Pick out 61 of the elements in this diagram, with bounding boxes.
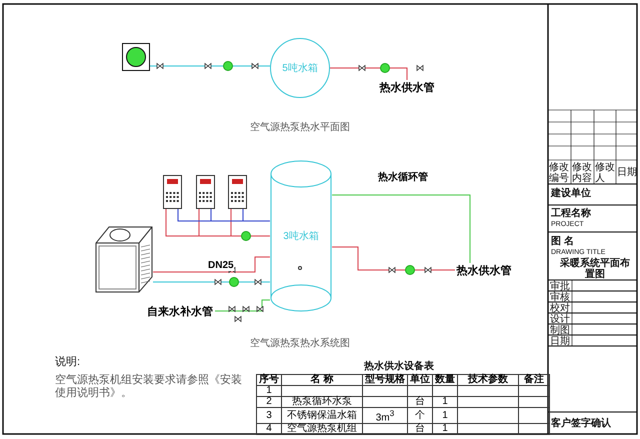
- water-heater-drawing: [196, 175, 215, 209]
- tank-label: 3吨水箱: [283, 230, 319, 243]
- table-cell: 空气源热泵机组: [282, 424, 362, 435]
- table-cell: 3m$^{3}$: [362, 408, 408, 424]
- title-block-text: 日期: [550, 336, 570, 347]
- table-cell: 2: [256, 396, 282, 408]
- table-title: 热水供水设备表: [363, 361, 435, 372]
- table-header-cell: 技术参数: [458, 374, 518, 386]
- drawing-caption: 空气源热泵热水平面图: [249, 122, 351, 133]
- title-block-text: 校对: [550, 303, 570, 314]
- title-block-text: 审核: [550, 292, 570, 303]
- table-cell: 热泵循环水泵: [282, 396, 362, 408]
- title-block-text: 设计: [550, 314, 570, 325]
- table-cell: 4: [256, 424, 282, 435]
- table-header-cell: 名 称: [282, 374, 362, 386]
- water-tank: [270, 160, 332, 312]
- table-header-cell: 备注: [518, 374, 550, 386]
- pipe: [152, 256, 270, 272]
- table-cell: 台: [408, 396, 432, 408]
- title-block-text: 修改人: [595, 162, 616, 184]
- title-block-text: 工程名称: [551, 208, 591, 219]
- title-block-text: 图 名: [551, 236, 574, 247]
- table-header-cell: 型号规格: [362, 374, 408, 386]
- table-header-cell: 单位: [408, 374, 432, 386]
- pipe: [242, 208, 270, 222]
- pipe-label: 自来水补水管: [145, 304, 215, 318]
- title-block-text: 审批: [550, 281, 570, 292]
- title-block-text: 建设单位: [551, 188, 591, 199]
- water-heater-drawing: [228, 175, 247, 209]
- tank-label: 5吨水箱: [282, 62, 318, 75]
- title-block-text: 采暖系统平面布置图: [559, 258, 631, 280]
- table-header-cell: 序号: [256, 374, 282, 386]
- pipe-label: 热水供水管: [378, 80, 436, 94]
- table-cell: 不锈钢保温水箱: [282, 408, 362, 424]
- table-cell: 1: [256, 386, 282, 396]
- pipe: [214, 300, 270, 312]
- title-block-text: 日期: [617, 167, 637, 178]
- table-cell: 3: [256, 408, 282, 424]
- title-block-text: 制图: [550, 325, 570, 336]
- table-cell: 台: [408, 424, 432, 435]
- pipe: [330, 68, 408, 80]
- title-block-text: 修改内容: [572, 162, 593, 184]
- pipe: [332, 194, 470, 264]
- table-cell: 1: [432, 424, 458, 435]
- heat-pump-drawing: [95, 225, 153, 293]
- water-tank: [270, 38, 330, 98]
- edge-label: 热水循环管: [378, 172, 428, 183]
- heat-pump-unit: [122, 43, 150, 71]
- table-header-cell: 数量: [432, 374, 458, 386]
- title-block-text: 说明:: [55, 356, 80, 369]
- water-heater-drawing: [163, 175, 182, 209]
- table-cell: 1: [432, 408, 458, 424]
- title-block-text: 修改编号: [549, 162, 570, 184]
- table-cell: 1: [432, 396, 458, 408]
- note-text: 空气源热泵机组安装要求请参照《安装使用说明书》。: [55, 374, 243, 400]
- title-block-text: 客户签字确认: [551, 418, 611, 429]
- pipe: [332, 246, 456, 270]
- pipe-label: 热水供水管: [455, 263, 513, 277]
- table-cell: 个: [408, 408, 432, 424]
- drawing-caption: 空气源热泵热水系统图: [249, 338, 351, 349]
- edge-label: DN25: [208, 260, 234, 271]
